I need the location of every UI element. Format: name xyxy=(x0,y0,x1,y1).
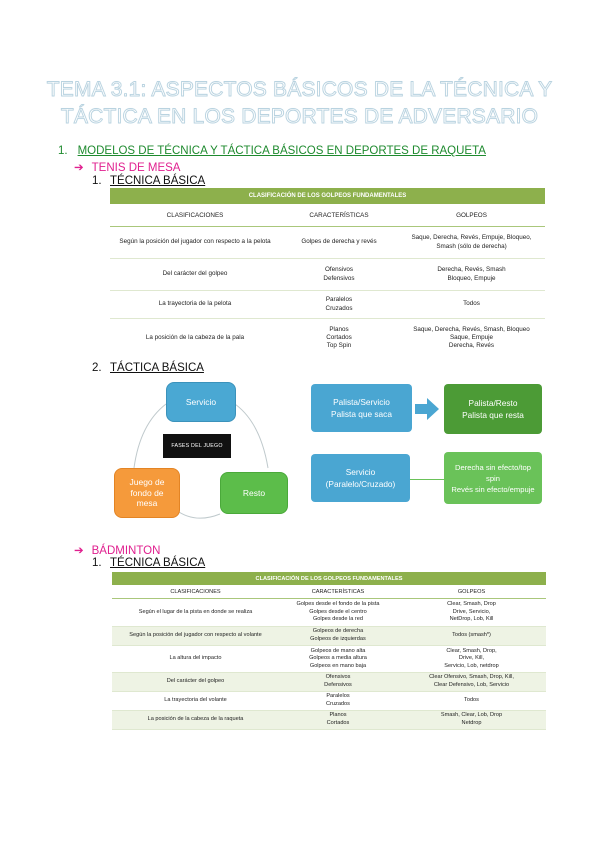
heading-label: TÁCTICA BÁSICA xyxy=(110,362,204,374)
classification-cell: La posición de la cabeza de la pala xyxy=(145,333,245,341)
characteristics-cell: Ofensivos Defensivos xyxy=(280,258,398,291)
strokes-cell: Todos xyxy=(398,290,545,319)
heading-label: TÉCNICA BÁSICA xyxy=(110,557,206,569)
strokes-cell: Derecha, Revés, Smash Bloqueo, Empuje xyxy=(398,258,545,291)
heading-tactica-basica: 2. TÁCTICA BÁSICA xyxy=(92,362,204,374)
classification-cell: Del carácter del golpeo xyxy=(112,672,279,692)
table-caption: CLASIFICACIÓN DE LOS GOLPEOS FUNDAMENTAL… xyxy=(112,572,546,585)
game-phases-cycle-diagram: Servicio FASES DEL JUEGO Juego de fondo … xyxy=(114,376,288,524)
strokes-cell: Clear, Smash, Drop, Drive, Kill, Servici… xyxy=(397,645,546,673)
strokes-cell: Saque, Derecha, Revés, Smash, Bloqueo Sa… xyxy=(413,325,530,350)
strokes-cell: Clear Ofensivo, Smash, Drop, Kill, Clear… xyxy=(397,672,546,692)
characteristics-cell: Paralelos Cruzados xyxy=(279,691,397,711)
column-header: CLASIFICACIONES xyxy=(110,204,280,227)
heading-number: 2. xyxy=(92,362,102,374)
phase-juego-fondo: Juego de fondo de mesa xyxy=(114,468,180,518)
palista-servicio-label: Palista/Servicio Palista que saca xyxy=(331,397,392,419)
title-line-1: TEMA 3.1: ASPECTOS BÁSICOS DE LA TÉCNICA… xyxy=(46,78,553,102)
classification-cell: La trayectoria del volante xyxy=(112,691,279,711)
phases-center-label: FASES DEL JUEGO xyxy=(163,434,231,458)
column-header: CLASIFICACIONES xyxy=(112,585,279,599)
heading-tecnica-basica-badminton: 1. TÉCNICA BÁSICA xyxy=(92,557,205,569)
phase-fondo-label: Juego de fondo de mesa xyxy=(129,477,165,509)
classification-cell: La altura del impacto xyxy=(112,645,279,673)
characteristics-cell: Paralelos Cruzados xyxy=(280,290,398,319)
classification-cell: Según la posición del jugador con respec… xyxy=(110,226,280,259)
classification-cell: Según el lugar de la pista en donde se r… xyxy=(112,598,279,627)
table-row: Según la posición del jugador con respec… xyxy=(110,226,545,259)
servicio-label: Servicio (Paralelo/Cruzado) xyxy=(325,467,396,489)
arrow-icon: ➔ xyxy=(74,545,84,557)
table-row: Según el lugar de la pista en donde se r… xyxy=(112,598,546,627)
strokes-cell: Todos (smash*) xyxy=(397,626,546,646)
subsection-title: BÁDMINTON xyxy=(91,545,161,557)
subsection-badminton: ➔ BÁDMINTON xyxy=(74,543,160,557)
column-header: GOLPEOS xyxy=(398,204,545,227)
heading-number: 1. xyxy=(92,175,102,187)
characteristics-cell: Ofensivos Defensivos xyxy=(279,672,397,692)
characteristics-cell: Golpeos de mano alta Golpeos a media alt… xyxy=(279,645,397,673)
subsection-tenis-de-mesa: ➔ TENIS DE MESA xyxy=(74,160,180,174)
palista-resto-label: Palista/Resto Palista que resta xyxy=(462,398,524,420)
strokes-cell: Saque, Derecha, Revés, Empuje, Bloqueo, … xyxy=(398,226,545,259)
classification-cell: Según la posición del jugador con respec… xyxy=(112,626,279,646)
arrow-icon: ➔ xyxy=(74,162,84,174)
column-header: CARACTERÍSTICAS xyxy=(280,204,398,227)
tenis-classification-table: CLASIFICACIÓN DE LOS GOLPEOS FUNDAMENTAL… xyxy=(110,188,545,357)
derecha-reves-box: Derecha sin efecto/top spin Revés sin ef… xyxy=(444,452,542,504)
characteristics-cell: Golpes desde el fondo de la pista Golpes… xyxy=(279,598,397,627)
classification-cell: La posición de la cabeza de la raqueta xyxy=(112,710,279,730)
servicio-box: Servicio (Paralelo/Cruzado) xyxy=(311,454,410,502)
classification-cell: La trayectoria de la pelota xyxy=(110,290,280,319)
page-title: TEMA 3.1: ASPECTOS BÁSICOS DE LA TÉCNICA… xyxy=(40,76,559,130)
derecha-reves-label: Derecha sin efecto/top spin Revés sin ef… xyxy=(451,462,535,494)
phase-servicio: Servicio xyxy=(166,382,236,422)
table-row: Según la posición del jugador con respec… xyxy=(112,626,546,646)
section-number: 1. xyxy=(58,145,68,157)
palista-resto-box: Palista/Resto Palista que resta xyxy=(444,384,542,434)
subsection-title: TENIS DE MESA xyxy=(91,162,181,174)
title-line-2: TÁCTICA EN LOS DEPORTES DE ADVERSARIO xyxy=(60,105,539,129)
right-arrow-icon xyxy=(415,398,439,420)
strokes-cell: Clear, Smash, Drop Drive, Servicio, NetD… xyxy=(397,598,546,627)
characteristics-cell: Planos Cortados xyxy=(279,710,397,730)
characteristics-cell: Golpeos de derecha Golpeos de izquierdas xyxy=(279,626,397,646)
column-header: GOLPEOS xyxy=(397,585,546,599)
section-heading-racket-sports: 1. MODELOS DE TÉCNICA Y TÁCTICA BÁSICOS E… xyxy=(58,145,486,157)
heading-tecnica-basica-tenis: 1. TÉCNICA BÁSICA xyxy=(92,175,205,187)
heading-number: 1. xyxy=(92,557,102,569)
classification-cell: Del carácter del golpeo xyxy=(110,258,280,291)
column-header: CARACTERÍSTICAS xyxy=(279,585,397,599)
connector-line xyxy=(410,479,444,480)
table-caption: CLASIFICACIÓN DE LOS GOLPEOS FUNDAMENTAL… xyxy=(110,188,545,204)
characteristics-cell: Planos Cortados Top Spin xyxy=(326,325,352,350)
strokes-cell: Smash, Clear, Lob, Drop Netdrop xyxy=(397,710,546,730)
table-row: La posición de la cabeza de la pala Plano… xyxy=(110,319,545,358)
characteristics-cell: Golpes de derecha y revés xyxy=(280,226,398,259)
strokes-cell: Todos xyxy=(397,691,546,711)
phase-resto: Resto xyxy=(220,472,288,514)
palista-servicio-box: Palista/Servicio Palista que saca xyxy=(311,384,412,432)
section-title: MODELOS DE TÉCNICA Y TÁCTICA BÁSICOS EN … xyxy=(77,145,486,157)
badminton-classification-table: CLASIFICACIÓN DE LOS GOLPEOS FUNDAMENTAL… xyxy=(112,572,546,730)
heading-label: TÉCNICA BÁSICA xyxy=(110,175,206,187)
